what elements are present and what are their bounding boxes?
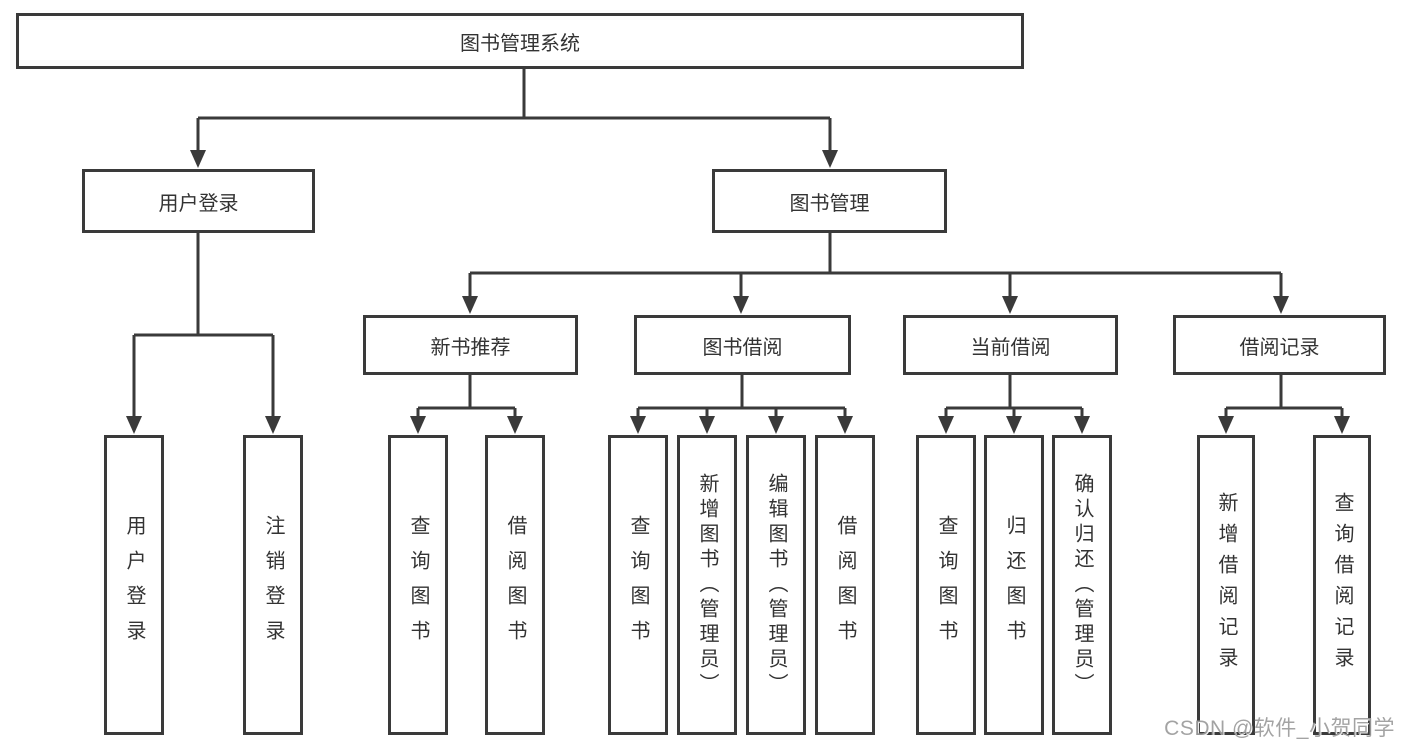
leaf-cur-return-books: 归还图书	[984, 435, 1044, 735]
leaf-cur-query-books-label: 查询图书	[935, 515, 957, 655]
leaf-rec-add-borrow-record-label: 新增借阅记录	[1215, 492, 1237, 678]
node-borrowing-records: 借阅记录	[1173, 315, 1386, 375]
node-book-borrowing: 图书借阅	[634, 315, 851, 375]
leaf-cur-confirm-return-admin: 确认归还（管理员）	[1052, 435, 1112, 735]
node-current-borrowing: 当前借阅	[903, 315, 1118, 375]
leaf-bw-borrow-books: 借阅图书	[815, 435, 875, 735]
node-borrowing-records-label: 借阅记录	[1239, 336, 1320, 359]
node-new-book-recommendation: 新书推荐	[363, 315, 578, 375]
leaf-nb-query-books: 查询图书	[388, 435, 448, 735]
node-book-borrowing-label: 图书借阅	[702, 336, 783, 359]
leaf-logout-login: 注销登录	[243, 435, 303, 735]
leaf-bw-add-books-admin: 新增图书（管理员）	[677, 435, 737, 735]
leaf-bw-edit-books-admin: 编辑图书（管理员）	[746, 435, 806, 735]
leaf-bw-borrow-books-label: 借阅图书	[834, 515, 856, 655]
leaf-nb-borrow-books: 借阅图书	[485, 435, 545, 735]
arrowhead-icons	[126, 150, 1350, 434]
leaf-nb-query-books-label: 查询图书	[407, 515, 429, 655]
leaf-rec-add-borrow-record: 新增借阅记录	[1197, 435, 1255, 735]
leaf-bw-query-books-label: 查询图书	[627, 515, 649, 655]
leaf-nb-borrow-books-label: 借阅图书	[504, 515, 526, 655]
node-library-management-system: 图书管理系统	[16, 13, 1024, 69]
leaf-cur-return-books-label: 归还图书	[1003, 515, 1025, 655]
leaf-rec-query-borrow-record: 查询借阅记录	[1313, 435, 1371, 735]
node-new-book-recommendation-label: 新书推荐	[430, 336, 511, 359]
node-current-borrowing-label: 当前借阅	[970, 336, 1051, 359]
tree-edges	[132, 69, 1344, 420]
leaf-logout-login-label: 注销登录	[262, 515, 284, 655]
node-user-login: 用户登录	[82, 169, 315, 233]
leaf-cur-query-books: 查询图书	[916, 435, 976, 735]
csdn-watermark: CSDN @软件_小贺同学	[1164, 717, 1395, 740]
node-book-management-label: 图书管理	[789, 192, 870, 215]
leaf-cur-confirm-return-admin-label: 确认归还（管理员）	[1071, 472, 1093, 698]
node-book-management: 图书管理	[712, 169, 947, 233]
node-user-login-label: 用户登录	[158, 192, 239, 215]
leaf-bw-query-books: 查询图书	[608, 435, 668, 735]
leaf-user-login-label: 用户登录	[123, 515, 145, 655]
node-library-management-system-label: 图书管理系统	[460, 32, 580, 55]
leaf-bw-add-books-admin-label: 新增图书（管理员）	[696, 472, 718, 698]
leaf-rec-query-borrow-record-label: 查询借阅记录	[1331, 492, 1353, 678]
leaf-user-login: 用户登录	[104, 435, 164, 735]
leaf-bw-edit-books-admin-label: 编辑图书（管理员）	[765, 472, 787, 698]
